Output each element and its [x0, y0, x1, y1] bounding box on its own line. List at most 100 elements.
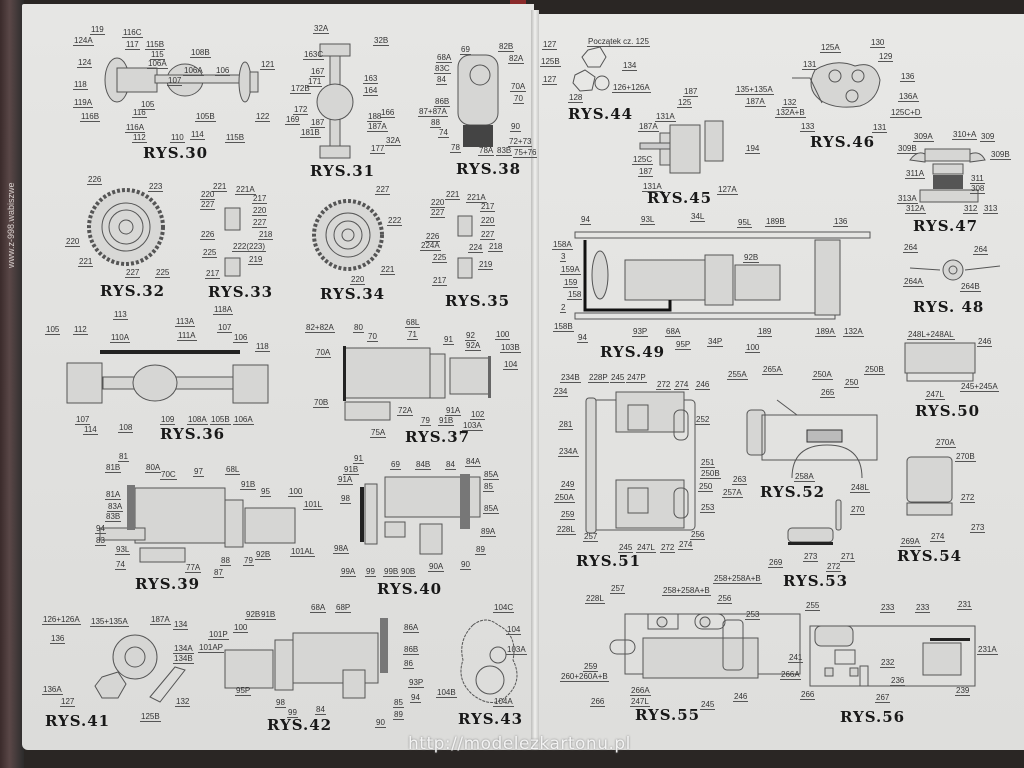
part-label: 136	[900, 72, 916, 82]
part-label: 253	[700, 503, 716, 513]
rys39-drawing	[99, 485, 296, 563]
part-label: 269	[768, 558, 784, 568]
part-label: 84	[445, 460, 456, 470]
part-label: 187	[683, 87, 699, 97]
part-label: 248L+248AL	[907, 330, 955, 340]
part-label: 85A	[483, 504, 500, 514]
part-label: 101AL	[290, 547, 316, 557]
part-label: 220	[65, 237, 81, 247]
part-label: 259	[583, 662, 599, 672]
part-label: 134A	[173, 644, 194, 654]
part-label: 127	[542, 75, 558, 85]
part-label: 68A	[665, 327, 682, 337]
part-label: 258A	[794, 472, 815, 482]
part-label: 99A	[340, 567, 357, 577]
part-label: 130	[870, 38, 886, 48]
rys55-drawing	[609, 613, 801, 679]
part-label: 104A	[493, 697, 514, 707]
figure-title: RYS.31	[310, 162, 376, 180]
part-label: 132	[175, 697, 191, 707]
part-label: 88	[220, 556, 231, 566]
part-label: 264A	[903, 277, 924, 287]
rys56-drawing	[809, 625, 976, 687]
part-label: 187	[310, 118, 326, 128]
part-label: 94	[410, 693, 421, 703]
rys49-drawing	[574, 231, 871, 320]
part-label: 91A	[337, 475, 354, 485]
part-label: 272	[826, 562, 842, 572]
part-label: 115B	[145, 40, 166, 50]
part-label: 92	[465, 331, 476, 341]
part-label: 270B	[955, 452, 976, 462]
figure-rys43: 104C 104 103A 104B 104A RYS.43	[436, 600, 533, 735]
part-label: 90B	[400, 567, 417, 577]
part-label: 228P	[588, 373, 609, 383]
figure-title: RYS.55	[635, 706, 701, 724]
part-label: 220	[200, 190, 216, 200]
rys41-drawing	[94, 634, 186, 703]
part-label: 100	[233, 623, 249, 633]
part-label: 227	[480, 230, 496, 240]
part-label: 3	[560, 252, 567, 262]
part-label: 167	[310, 67, 326, 77]
part-label: 113A	[175, 317, 196, 327]
part-label: 100	[288, 487, 304, 497]
part-label: 106A	[183, 66, 204, 76]
part-label: 78A	[478, 146, 495, 156]
part-label: 309B	[990, 150, 1011, 160]
part-label: 266	[590, 697, 606, 707]
part-label: 312A	[905, 204, 926, 214]
part-label: 99	[365, 567, 376, 577]
figure-rys55: 257 258+258A+B 258+258A+B 228L 256 253 2…	[555, 572, 801, 724]
part-label: 224A	[420, 241, 441, 251]
part-label: 108B	[190, 48, 211, 58]
figure-rys52: 255A 265A 250A 250B 250 265 263 258A 257…	[722, 360, 887, 505]
part-label: 227	[375, 185, 391, 195]
booklet-left-edge	[0, 0, 24, 768]
part-label: 90	[375, 718, 386, 728]
figure-rys47: 309A 310+A 309 309B 309B 311A 311 308 31…	[895, 130, 1020, 237]
figure-rys54: 270A 270B 272 273 269A 274 RYS.54	[895, 435, 1020, 567]
part-label: 128	[568, 93, 584, 103]
part-label: 85A	[483, 470, 500, 480]
figure-rys50: 248L+248AL 246 245+245A 247L RYS.50	[895, 325, 1020, 420]
figure-rys49: 94 93L 34L 95L 189B 136 158A 3 92B 159A …	[545, 210, 871, 361]
part-label: 104C	[493, 603, 515, 613]
part-label: 250B	[700, 469, 721, 479]
figure-rys39: 81 81B 80A 70C 97 68L 91B 95 100 81A 83A…	[45, 450, 323, 595]
part-label: 84	[315, 705, 326, 715]
part-label: 107	[75, 415, 91, 425]
part-label: 116B	[80, 112, 101, 122]
part-label: 264	[903, 243, 919, 253]
part-label: 91B	[240, 480, 257, 490]
part-label: 187A	[745, 97, 766, 107]
part-label: 224	[468, 243, 484, 253]
part-label: 313	[983, 204, 999, 214]
part-label: 269A	[900, 537, 921, 547]
rys31-drawing	[316, 43, 354, 159]
part-label: 75+76	[513, 148, 538, 158]
part-label: 247L	[925, 390, 945, 400]
part-label: 105B	[210, 415, 231, 425]
part-label: 91B	[260, 610, 277, 620]
part-label: 125B	[540, 57, 561, 67]
part-label: 118A	[213, 305, 234, 315]
part-label: 119	[90, 25, 105, 35]
part-label: 32B	[373, 36, 390, 46]
part-label: 136	[50, 634, 66, 644]
part-label: 273	[970, 523, 986, 533]
part-label: 267	[875, 693, 891, 703]
part-label: 272	[660, 543, 676, 553]
part-label: 110	[170, 133, 185, 143]
part-label: 233	[880, 603, 896, 613]
part-label: 77A	[185, 563, 202, 573]
figure-rys35: 221 221A 220 217 227 220 226 227 224A 22…	[420, 188, 530, 310]
part-label: 84	[436, 75, 447, 85]
part-label: 236	[890, 676, 906, 686]
part-label: 217	[205, 269, 221, 279]
rys45-drawing	[639, 120, 724, 174]
figure-rys44: 127 Początek cz. 125 125B 134 127 126+12…	[540, 35, 660, 125]
part-label: 226	[425, 232, 441, 242]
part-label: 187A	[367, 122, 388, 132]
part-label: 127	[60, 697, 76, 707]
